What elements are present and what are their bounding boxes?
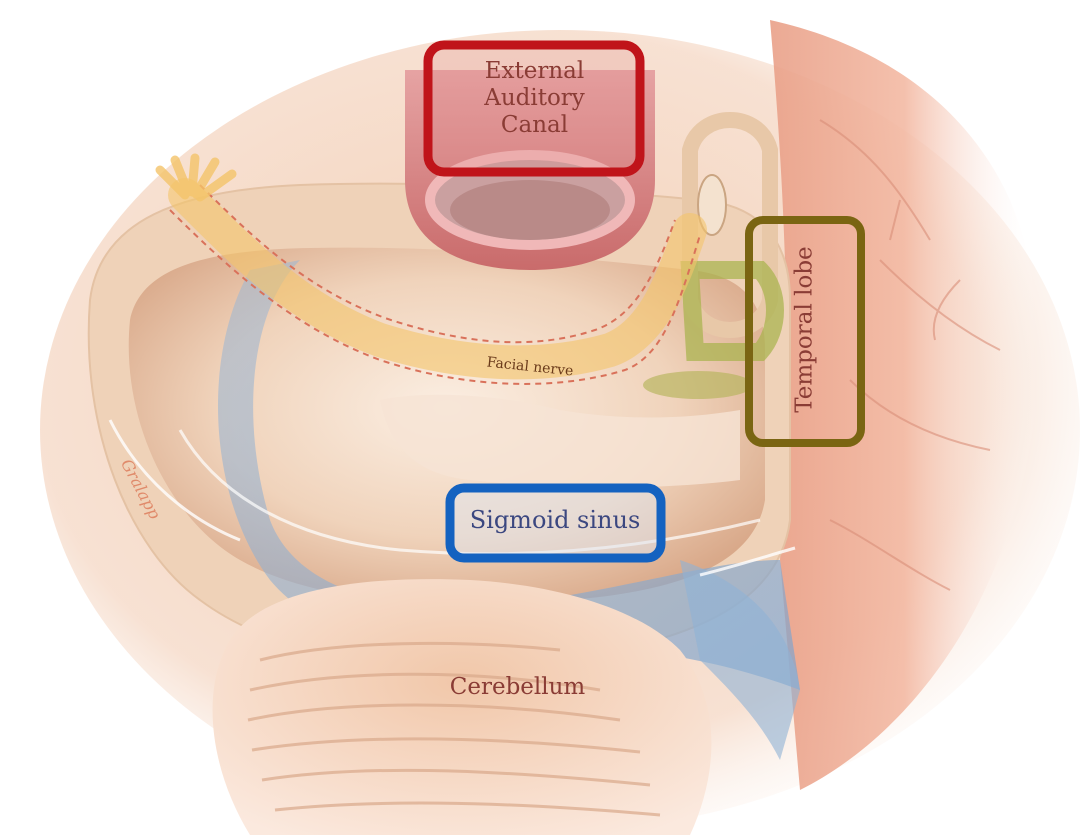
external-auditory-canal-label: External Auditory Canal bbox=[484, 58, 585, 139]
temporal-lobe-region bbox=[770, 20, 1039, 790]
bone-edge-highlight bbox=[108, 419, 796, 577]
cerebellum-label: Cerebellum bbox=[449, 674, 586, 700]
facial-nerve-branches bbox=[155, 153, 237, 202]
temporal-lobe-sulci bbox=[819, 119, 1001, 591]
sigmoid-sinus-lower bbox=[680, 560, 800, 760]
cerebellum-folia bbox=[247, 641, 661, 817]
facial-nerve-outline bbox=[169, 184, 701, 385]
facial-nerve-path bbox=[168, 178, 707, 380]
ossicle bbox=[697, 174, 727, 236]
sigmoid-sinus-shape bbox=[217, 260, 801, 690]
canal-inner bbox=[450, 180, 610, 240]
green-prominence bbox=[643, 371, 753, 399]
sigmoid-sinus-label: Sigmoid sinus bbox=[469, 506, 641, 534]
temporal-lobe-box bbox=[745, 216, 865, 447]
external-auditory-canal-box bbox=[423, 40, 645, 177]
cavity-bone-texture bbox=[380, 394, 740, 488]
sigmoid-sinus-box bbox=[445, 483, 666, 563]
lateral-canal-green bbox=[680, 261, 784, 361]
temporal-lobe-label: Temporal lobe bbox=[791, 246, 818, 413]
